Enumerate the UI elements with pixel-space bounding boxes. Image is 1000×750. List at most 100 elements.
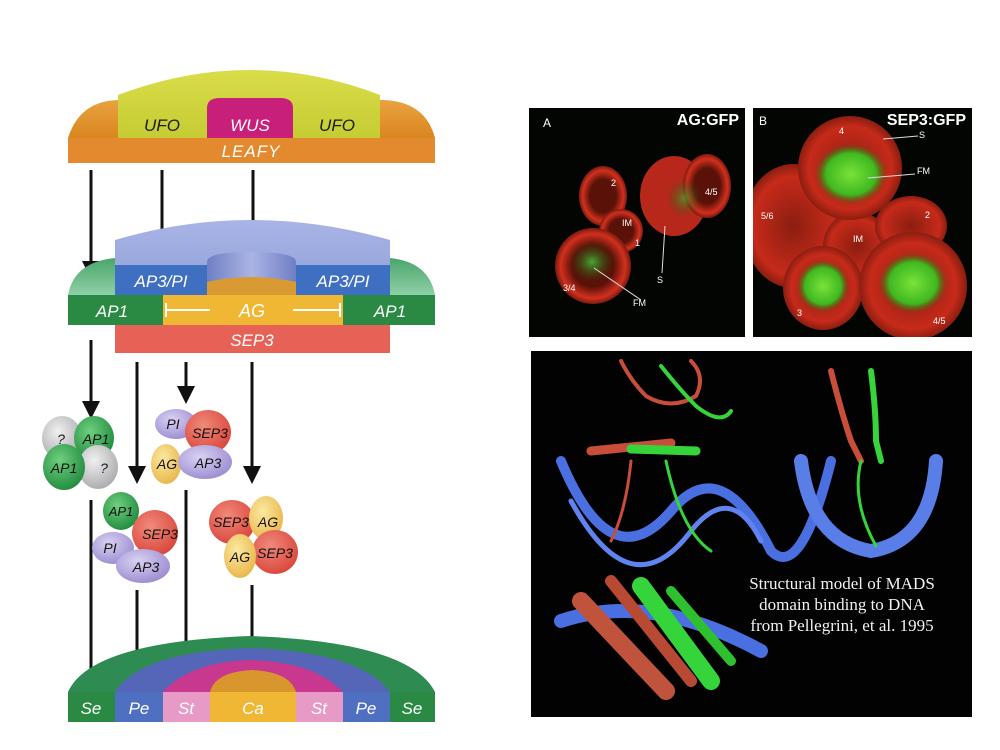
protein-label: PI	[166, 416, 179, 432]
caption-line: Structural model of MADS	[749, 574, 935, 593]
ag-gfp-image	[555, 154, 731, 304]
protein-sep3	[209, 500, 255, 544]
protein-sep3	[185, 410, 231, 454]
stage-label: 2	[925, 210, 931, 220]
protein-helix-red	[605, 575, 697, 687]
protein-label: ?	[57, 431, 65, 447]
ag-ap1-antagonism	[165, 303, 341, 317]
organ-stamen	[163, 692, 210, 722]
organ-label: Pe	[129, 699, 150, 718]
sep3-domain	[115, 325, 390, 353]
ap3pi-right-label: AP3/PI	[316, 272, 370, 291]
structure-side-view	[794, 368, 943, 559]
organ-petal	[343, 692, 390, 722]
organ-label: St	[178, 699, 195, 718]
organ-label: Ca	[242, 699, 264, 718]
organ-label: Se	[402, 699, 423, 718]
petal-complex: AP1 SEP3 PI AP3	[92, 492, 178, 583]
leafy-label: LEAFY	[222, 142, 282, 161]
protein-helix-red	[828, 368, 864, 464]
gfp-signal	[797, 260, 849, 312]
ap1-left-domain	[68, 295, 163, 325]
structure-caption: Structural model of MADS domain binding …	[717, 573, 967, 636]
ufo-right-label: UFO	[319, 116, 355, 135]
organ-petal	[115, 692, 163, 722]
protein-label: ?	[100, 460, 108, 476]
protein-label: AP1	[82, 431, 109, 447]
ap1-dome-right	[390, 258, 435, 295]
protein-label: AG	[229, 549, 250, 565]
ufo-left-label: UFO	[144, 116, 180, 135]
dna-helix	[794, 454, 943, 559]
ap1-right-domain	[343, 295, 435, 325]
s-pointer	[882, 135, 919, 140]
structure-front-view	[556, 359, 836, 568]
stage-label: 4/5	[933, 316, 946, 326]
sepal-label: S	[919, 130, 926, 140]
stage-label: 2	[611, 178, 617, 188]
dna-strand	[568, 498, 764, 568]
organ-stamen	[296, 692, 343, 722]
sepal-complex: ? AP1 AP1 ?	[42, 416, 118, 490]
carpel-complex: SEP3 AG AG SEP3	[209, 496, 298, 578]
protein-label: AP3	[132, 559, 160, 575]
caption-line: from Pellegrini, et al. 1995	[750, 616, 934, 635]
organ-carpel	[210, 692, 296, 722]
protein-red-tail	[609, 459, 633, 543]
organ-sepal	[68, 692, 115, 722]
protein-unknown	[78, 445, 118, 489]
protein-label: AP1	[50, 460, 77, 476]
ap3pi-left-domain	[115, 265, 207, 295]
micrograph-ag-gfp: A AG:GFP 2 IM 1 4/5 3/4 FM S	[529, 108, 745, 337]
protein-label: PI	[103, 540, 116, 556]
ap1-right-label: AP1	[373, 302, 406, 321]
gfp-signal	[666, 178, 702, 218]
sep3-gfp-image	[753, 116, 967, 337]
floral-meristem-domain: AP3/PI AP3/PI AP1 AG AP1 SEP3	[68, 220, 435, 353]
floral-meristem-label: FM	[917, 166, 930, 176]
protein-helix-green	[868, 368, 884, 464]
stamen-complex: PI SEP3 AG AP3	[151, 409, 232, 484]
ap3pi-left-label: AP3/PI	[134, 272, 188, 291]
protein-ag	[151, 444, 181, 484]
caption-line: domain binding to DNA	[759, 595, 925, 614]
stage-label: 4	[839, 126, 845, 136]
wus-domain	[207, 98, 293, 138]
gfp-signal	[879, 253, 947, 313]
protein-sep3	[132, 510, 178, 556]
fm-pointer	[593, 267, 642, 301]
organ-band: Se Pe St Ca St Pe Se	[68, 692, 435, 722]
organ-label: Se	[81, 699, 102, 718]
s-pointer	[661, 225, 666, 274]
protein-ap3	[116, 549, 170, 583]
floral-meristem-label: FM	[633, 298, 646, 308]
protein-label: SEP3	[142, 526, 178, 542]
mads-dna-structure-panel: Structural model of MADS domain binding …	[531, 351, 972, 717]
carpel-dome	[210, 670, 296, 692]
sepal-label: S	[657, 275, 664, 285]
stage-label: 3/4	[563, 283, 576, 293]
panel-letter: A	[543, 116, 552, 130]
protein-sheet-green	[632, 577, 720, 690]
protein-red-loop	[619, 359, 702, 406]
stage-label: 3	[797, 308, 803, 318]
gfp-signal	[815, 144, 887, 204]
protein-ap1	[43, 444, 85, 490]
organ-label: Pe	[356, 699, 377, 718]
protein-helix-green	[666, 586, 736, 666]
stage-label: IM	[853, 234, 863, 244]
protein-sep3	[252, 530, 298, 574]
protein-label: AG	[156, 456, 177, 472]
fm-pointer	[867, 173, 916, 179]
wus-label: WUS	[230, 116, 270, 135]
panel-letter: B	[759, 114, 768, 128]
micrograph-sep3-gfp: B SEP3:GFP 4 S FM 5/6 IM 2 3 4/5	[753, 108, 972, 337]
protein-ap1	[103, 492, 139, 530]
protein-green-loop	[659, 364, 733, 420]
leafy-band	[68, 138, 435, 163]
organ-label: St	[311, 699, 328, 718]
stage-label: 5/6	[761, 211, 774, 221]
protein-label: SEP3	[257, 545, 293, 561]
panel-title: SEP3:GFP	[886, 112, 966, 129]
structure-top-view	[554, 575, 768, 700]
